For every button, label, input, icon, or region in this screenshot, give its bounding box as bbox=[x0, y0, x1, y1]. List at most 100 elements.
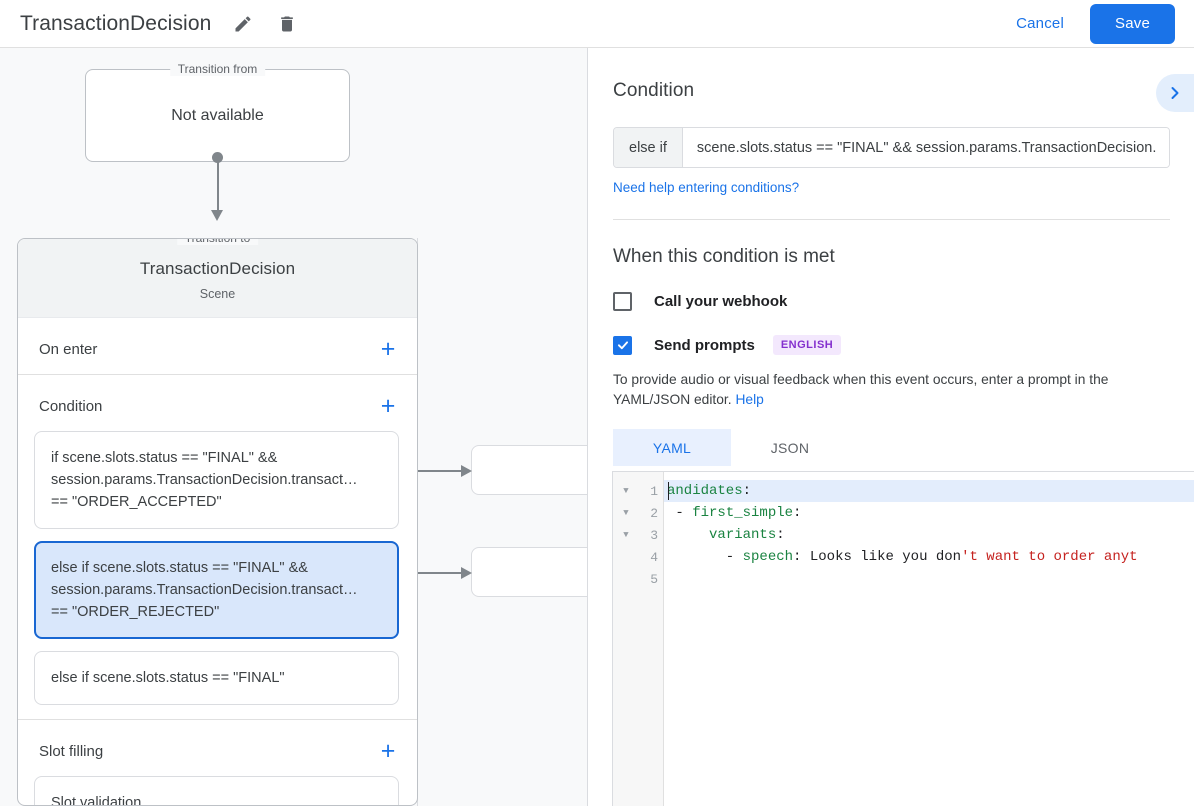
line-number: 3 bbox=[650, 527, 658, 543]
code-token bbox=[667, 527, 709, 543]
condition-chip[interactable]: if scene.slots.status == "FINAL" && sessi… bbox=[34, 431, 399, 529]
transition-from-legend: Transition from bbox=[169, 62, 266, 76]
code-line[interactable]: - first_simple: bbox=[664, 502, 1194, 524]
scene-header[interactable]: TransactionDecision Scene bbox=[18, 239, 417, 318]
fold-arrow-icon[interactable]: ▼ bbox=[623, 508, 629, 518]
scene-section: On enter+ bbox=[18, 318, 417, 375]
gutter-row: 4 bbox=[613, 546, 663, 568]
condition-chip-selected[interactable]: else if scene.slots.status == "FINAL" &&… bbox=[34, 541, 399, 639]
send-prompts-checkbox[interactable] bbox=[613, 335, 632, 355]
transition-to-legend: Transition to bbox=[176, 239, 259, 245]
editor-code-area[interactable]: andidates: - first_simple: variants: - s… bbox=[664, 472, 1194, 806]
chip-line: == "ORDER_REJECTED" bbox=[51, 604, 220, 620]
tab-json[interactable]: JSON bbox=[770, 439, 810, 456]
line-number: 1 bbox=[650, 483, 658, 499]
prompts-description: To provide audio or visual feedback when… bbox=[613, 370, 1170, 410]
webhook-checkbox[interactable] bbox=[613, 292, 632, 311]
flow-canvas[interactable]: Transition from Not available Transition… bbox=[0, 48, 588, 806]
edge-line-accepted bbox=[397, 470, 469, 472]
send-prompts-row[interactable]: Send prompts ENGLISH bbox=[613, 335, 1170, 355]
prompts-description-text: To provide audio or visual feedback when… bbox=[613, 372, 1109, 407]
code-line[interactable]: variants: bbox=[664, 524, 1194, 546]
section-header: Slot filling + bbox=[18, 720, 417, 764]
section-title: Condition bbox=[39, 397, 103, 415]
transition-from-value: Not available bbox=[171, 106, 264, 124]
condition-chip[interactable]: Slot validation bbox=[34, 776, 399, 805]
section-divider bbox=[613, 219, 1170, 220]
chip-line: else if scene.slots.status == "FINAL" bbox=[51, 670, 285, 686]
gutter-row: ▼2 bbox=[613, 502, 663, 524]
when-condition-heading: When this condition is met bbox=[613, 246, 835, 267]
page-title: TransactionDecision bbox=[20, 11, 212, 35]
fold-arrow-icon[interactable]: ▼ bbox=[623, 530, 629, 540]
code-token: Looks like you don bbox=[809, 549, 962, 565]
trash-icon[interactable] bbox=[273, 10, 301, 38]
chip-line: session.params.TransactionDecision.trans… bbox=[51, 582, 358, 598]
webhook-row[interactable]: Call your webhook bbox=[613, 292, 1170, 311]
tab-yaml[interactable]: YAML bbox=[613, 429, 731, 466]
condition-input[interactable]: scene.slots.status == "FINAL" && session… bbox=[682, 128, 1169, 167]
plus-icon[interactable]: + bbox=[380, 334, 396, 363]
condition-chip[interactable]: else if scene.slots.status == "FINAL" bbox=[34, 651, 399, 705]
condition-heading-row: Condition bbox=[613, 48, 1170, 102]
gutter-row: 5 bbox=[613, 568, 663, 590]
code-token: 't want to order anyt bbox=[961, 549, 1138, 565]
code-token: variants bbox=[709, 527, 777, 543]
line-number: 4 bbox=[650, 549, 658, 565]
send-prompts-label: Send prompts bbox=[654, 336, 755, 354]
code-token: first_simple bbox=[692, 505, 794, 521]
chevron-right-icon[interactable] bbox=[1156, 74, 1194, 112]
target-node-rejected[interactable] bbox=[471, 547, 587, 597]
condition-section: Condition else if scene.slots.status == … bbox=[589, 48, 1194, 220]
chip-line: if scene.slots.status == "FINAL" && bbox=[51, 450, 278, 466]
section-title: Slot filling bbox=[39, 742, 104, 760]
cancel-button[interactable]: Cancel bbox=[1004, 7, 1076, 40]
chip-line: else if scene.slots.status == "FINAL" && bbox=[51, 560, 308, 576]
code-token: : bbox=[793, 549, 810, 565]
code-token: : bbox=[776, 527, 785, 543]
edge-line-rejected bbox=[397, 572, 469, 574]
language-badge: ENGLISH bbox=[772, 335, 842, 355]
code-token: : bbox=[793, 505, 802, 521]
top-bar: TransactionDecision Cancel Save bbox=[0, 0, 1194, 48]
condition-prefix: else if bbox=[614, 128, 683, 167]
transition-from-card[interactable]: Transition from Not available bbox=[85, 62, 350, 162]
code-token: - bbox=[667, 549, 743, 565]
plus-icon[interactable]: + bbox=[380, 391, 396, 420]
section-header: On enter+ bbox=[18, 318, 417, 362]
code-line[interactable] bbox=[664, 568, 1194, 590]
gutter-row: ▼3 bbox=[613, 524, 663, 546]
scene-type: Scene bbox=[199, 287, 236, 301]
line-number: 5 bbox=[650, 571, 658, 587]
connector-line-vertical bbox=[217, 157, 219, 214]
code-token: : bbox=[742, 483, 752, 499]
scene-section: Slot filling + Slot validation bbox=[18, 720, 417, 805]
code-token: andidates bbox=[667, 483, 743, 499]
edge-arrow-rejected bbox=[461, 567, 472, 579]
help-link[interactable]: Help bbox=[735, 392, 764, 407]
line-number: 2 bbox=[650, 505, 658, 521]
scene-name: TransactionDecision bbox=[139, 259, 296, 278]
code-line[interactable]: andidates: bbox=[664, 480, 1194, 502]
pencil-icon[interactable] bbox=[229, 10, 257, 38]
code-token: speech bbox=[742, 549, 794, 565]
transition-to-card: Transition to TransactionDecision Scene … bbox=[17, 238, 418, 806]
save-button[interactable]: Save bbox=[1090, 3, 1175, 44]
chip-line: == "ORDER_ACCEPTED" bbox=[51, 494, 222, 510]
condition-input-row[interactable]: else if scene.slots.status == "FINAL" &&… bbox=[613, 127, 1170, 168]
section-header: Condition + bbox=[18, 375, 417, 419]
connector-arrow-head bbox=[211, 210, 223, 221]
chip-line: session.params.TransactionDecision.trans… bbox=[51, 472, 358, 488]
scene-section: Condition + if scene.slots.status == "FINA… bbox=[18, 375, 417, 720]
code-token: - bbox=[667, 505, 693, 521]
editor-caret bbox=[668, 482, 669, 500]
fold-arrow-icon[interactable]: ▼ bbox=[623, 486, 629, 496]
plus-icon[interactable]: + bbox=[380, 736, 396, 765]
code-line[interactable]: - speech: Looks like you don't want to o… bbox=[664, 546, 1194, 568]
target-node-accepted[interactable] bbox=[471, 445, 587, 495]
condition-help-link[interactable]: Need help entering conditions? bbox=[613, 180, 800, 195]
scene-sections: On enter+ Condition + if scene.slots.status… bbox=[18, 318, 417, 805]
